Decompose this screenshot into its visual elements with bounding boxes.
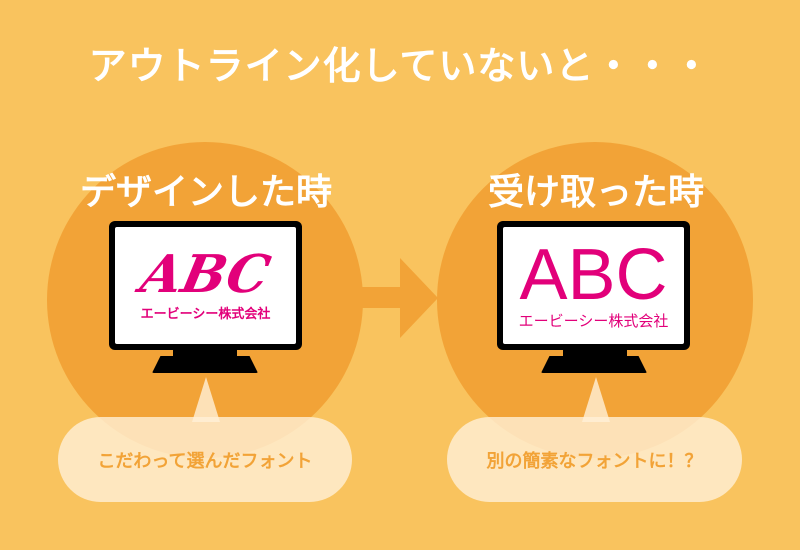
main-title: アウトライン化していないと・・・ (88, 44, 712, 88)
arrow-right-icon (400, 258, 438, 338)
arrow-shaft (360, 287, 402, 308)
left-heading: デザインした時 (79, 172, 332, 213)
logo-plain: ABC (519, 235, 668, 315)
company-name: エービーシー株式会社 (140, 307, 271, 322)
right-speech-bubble: 別の簡素なフォントに！？ (447, 417, 742, 502)
right-heading: 受け取った時 (487, 172, 704, 213)
logo-stylized: ABC (135, 244, 276, 305)
left-speech-bubble: こだわって選んだフォント (58, 417, 352, 502)
company-name: エービーシー株式会社 (518, 312, 669, 330)
